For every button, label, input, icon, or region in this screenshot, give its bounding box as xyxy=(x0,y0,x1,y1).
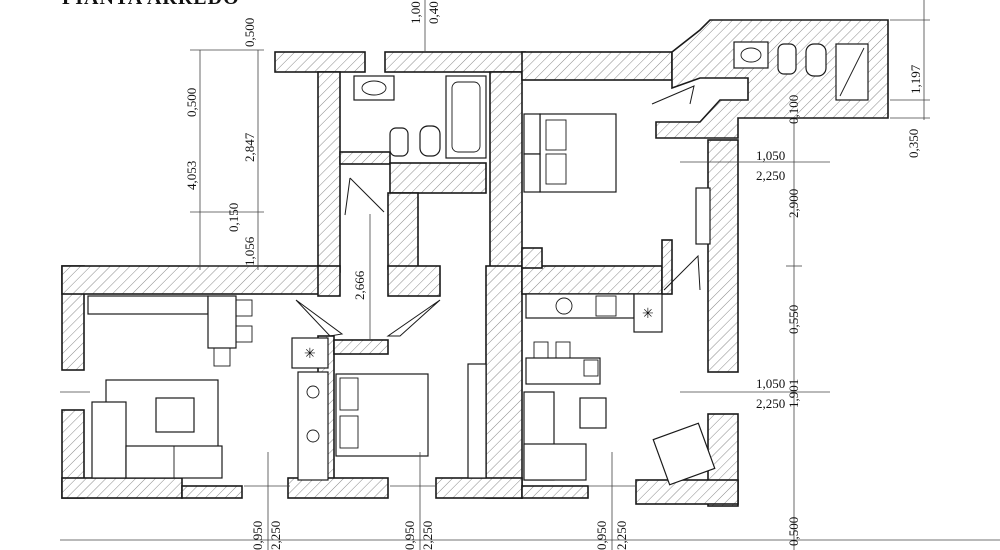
double-bed xyxy=(539,113,617,193)
door-swing xyxy=(651,85,695,105)
washbasin xyxy=(733,41,769,69)
door-swing xyxy=(386,299,441,337)
nightstand xyxy=(523,153,541,193)
wall xyxy=(317,265,341,297)
door-swing xyxy=(295,299,344,337)
wall xyxy=(61,477,183,499)
dim-label: 1,050 xyxy=(756,376,785,391)
dim-label: 2,900 xyxy=(786,189,801,218)
furniture: ✳ ✳ xyxy=(87,41,869,486)
sofa xyxy=(91,401,127,479)
dim-label: 0,950 xyxy=(250,521,265,550)
coffee-table xyxy=(579,397,607,429)
wall xyxy=(435,477,523,499)
dim-label: 2,250 xyxy=(614,521,629,550)
dim-label: 2,250 xyxy=(420,521,435,550)
cabinet xyxy=(633,293,663,333)
wall xyxy=(521,247,543,269)
dim-label: 2,847 xyxy=(242,132,257,162)
toilet xyxy=(419,125,441,157)
wall xyxy=(489,71,523,273)
doors xyxy=(295,85,701,337)
appliance-column xyxy=(297,371,329,481)
dim-label: 0,150 xyxy=(226,203,241,232)
toilet xyxy=(805,43,827,77)
tv-cabinet xyxy=(652,422,716,486)
bidet xyxy=(777,43,797,75)
nightstand xyxy=(523,113,541,155)
dim-label: 4,053 xyxy=(184,161,199,190)
dining-table xyxy=(207,295,237,349)
wall xyxy=(707,139,739,373)
wall xyxy=(384,51,526,73)
dim-label: 2,250 xyxy=(756,168,785,183)
wall xyxy=(181,485,243,499)
wall xyxy=(521,485,589,499)
cabinet xyxy=(291,337,329,369)
walls xyxy=(61,19,889,507)
dim-label: 0,40 xyxy=(426,1,441,24)
dim-label: 2,666 xyxy=(352,270,367,300)
sofa xyxy=(523,443,587,481)
dim-label: 0,500 xyxy=(184,88,199,117)
dim-label: 2,250 xyxy=(268,521,283,550)
wall xyxy=(333,339,389,355)
svg-text:✳: ✳ xyxy=(304,346,316,362)
wall xyxy=(389,162,487,194)
wall xyxy=(287,477,389,499)
double-bed xyxy=(335,373,429,457)
wall xyxy=(521,265,663,295)
wall xyxy=(485,265,523,499)
wall xyxy=(521,51,673,81)
dim-label: 2,250 xyxy=(756,396,785,411)
dim-label: 0,500 xyxy=(242,18,257,47)
dim-label: 0,950 xyxy=(402,521,417,550)
dim-label: 0,350 xyxy=(906,129,921,158)
dim-label: 0,550 xyxy=(786,305,801,334)
wall xyxy=(339,151,391,165)
bathtub xyxy=(445,75,487,159)
bidet xyxy=(389,127,409,157)
kitchen-counter xyxy=(87,295,209,315)
dim-label: 1,056 xyxy=(242,236,257,266)
dimension-lines xyxy=(60,0,1000,550)
wardrobe xyxy=(467,363,487,479)
dim-label: 1,197 xyxy=(908,64,923,94)
dim-label: 0,950 xyxy=(594,521,609,550)
wall xyxy=(661,239,673,295)
wall xyxy=(61,265,321,295)
dim-label: 1,00 xyxy=(408,1,423,24)
dining-table xyxy=(525,357,601,385)
wardrobe xyxy=(695,187,711,245)
coffee-table xyxy=(155,397,195,433)
washbasin xyxy=(353,75,395,101)
wall xyxy=(655,19,889,139)
wall xyxy=(387,265,441,297)
dim-label: 1,050 xyxy=(756,148,785,163)
door-swing xyxy=(663,254,701,291)
dim-label: 0,100 xyxy=(786,95,801,124)
wall xyxy=(635,479,739,505)
dim-label: 0,500 xyxy=(786,517,801,546)
wall xyxy=(317,71,341,273)
door-swing xyxy=(344,177,385,216)
dim-label: 1,901 xyxy=(786,379,801,408)
kitchen-counter xyxy=(525,293,635,319)
dimension-labels: 4,053 0,500 2,847 0,150 1,056 0,500 2,66… xyxy=(184,1,923,550)
wall xyxy=(274,51,366,73)
wall xyxy=(387,192,419,270)
svg-text:✳: ✳ xyxy=(642,306,654,322)
plan-title: PIANTA ARREDO xyxy=(62,0,240,9)
